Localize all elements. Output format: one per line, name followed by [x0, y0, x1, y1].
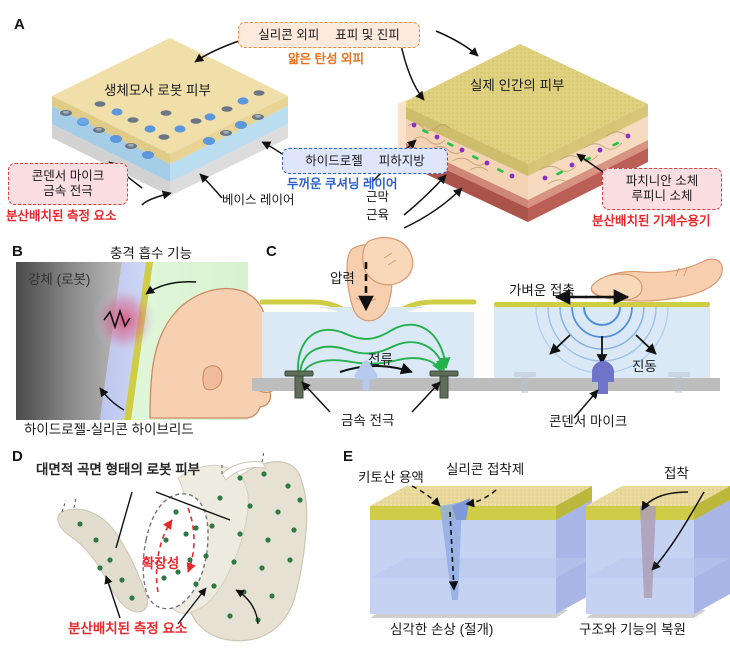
label-pressure: 압력 [330, 271, 355, 286]
panel-letter-d: D [12, 448, 23, 465]
callout-cushion: 하이드로젤 피하지방 [282, 148, 448, 174]
label-metal-electrode: 금속 전극 [341, 413, 395, 428]
callout-mechano-item-0: 파치니안 소체 [625, 174, 699, 189]
label-distributed-sensing: 분산배치된 측정 요소 [68, 621, 188, 636]
caption-severe-damage: 심각한 손상 (절개) [390, 622, 494, 637]
label-stretchability: 확장성 [142, 556, 180, 571]
callout-cushion-item-0: 하이드로젤 [305, 153, 363, 168]
sensor-dots-mic [77, 97, 249, 159]
panel-letter-b: B [12, 243, 23, 260]
label-muscle: 근육 [366, 208, 390, 222]
label-light-touch: 가벼운 접촉 [509, 283, 575, 298]
label-current: 전류 [368, 352, 393, 367]
callout-cushion-item-1: 피하지방 [378, 153, 425, 168]
label-fascia: 근막 [366, 190, 390, 204]
panel-letter-e: E [343, 448, 354, 465]
callout-skin-outer-subtitle: 얇은 탄성 외피 [288, 52, 364, 66]
panel-letter-c: C [266, 243, 277, 260]
callout-skin-outer: 실리콘 외피 표피 및 진피 [238, 22, 420, 48]
callout-cushion-subtitle: 두꺼운 쿠셔닝 레이어 [287, 177, 398, 191]
caption-restored-function: 구조와 기능의 복원 [579, 622, 686, 637]
panel-d-sensor-dots [77, 471, 303, 623]
label-condenser-mic: 콘덴서 마이크 [549, 414, 628, 429]
label-base-layer: 베이스 레이어 [222, 193, 295, 207]
callout-skin-outer-item-0: 실리콘 외피 [258, 27, 320, 42]
callout-sensing-subtitle: 분산배치된 측정 요소 [6, 209, 117, 223]
label-impact-absorption: 충격 흡수 기능 [110, 246, 193, 261]
label-hydrogel-silicone-hybrid: 하이드로젤-실리콘 하이브리드 [24, 422, 194, 437]
callout-skin-outer-item-1: 표피 및 진피 [335, 27, 400, 42]
callout-sensing-item-1: 금속 전극 [43, 184, 93, 198]
callout-mechanoreceptors: 파치니안 소체 루피니 소체 [602, 168, 722, 210]
label-rigid-robot: 강체 (로봇) [28, 272, 91, 287]
label-vibration: 진동 [632, 359, 657, 374]
callout-mechano-subtitle: 분산배치된 기계수용기 [592, 214, 711, 228]
callout-sensing-elements: 콘덴서 마이크 금속 전극 [8, 163, 128, 205]
electrode-left [284, 370, 314, 399]
label-large-area-curved-skin: 대면적 곡면 형태의 로봇 피부 [36, 462, 201, 477]
label-silicone-adhesive: 실리콘 접착제 [446, 462, 525, 477]
electrode-right [429, 370, 459, 399]
callout-sensing-item-0: 콘덴서 마이크 [31, 169, 105, 184]
label-robot-skin-title: 생체모사 로봇 피부 [104, 83, 211, 98]
label-chitosan-solution: 키토산 용액 [358, 470, 424, 485]
condenser-mic-shape [592, 361, 614, 394]
panel-letter-a: A [14, 16, 25, 33]
callout-mechano-item-1: 루피니 소체 [631, 189, 693, 203]
label-human-skin-title: 실제 인간의 피부 [470, 78, 565, 93]
label-adhesion: 접착 [664, 466, 689, 481]
